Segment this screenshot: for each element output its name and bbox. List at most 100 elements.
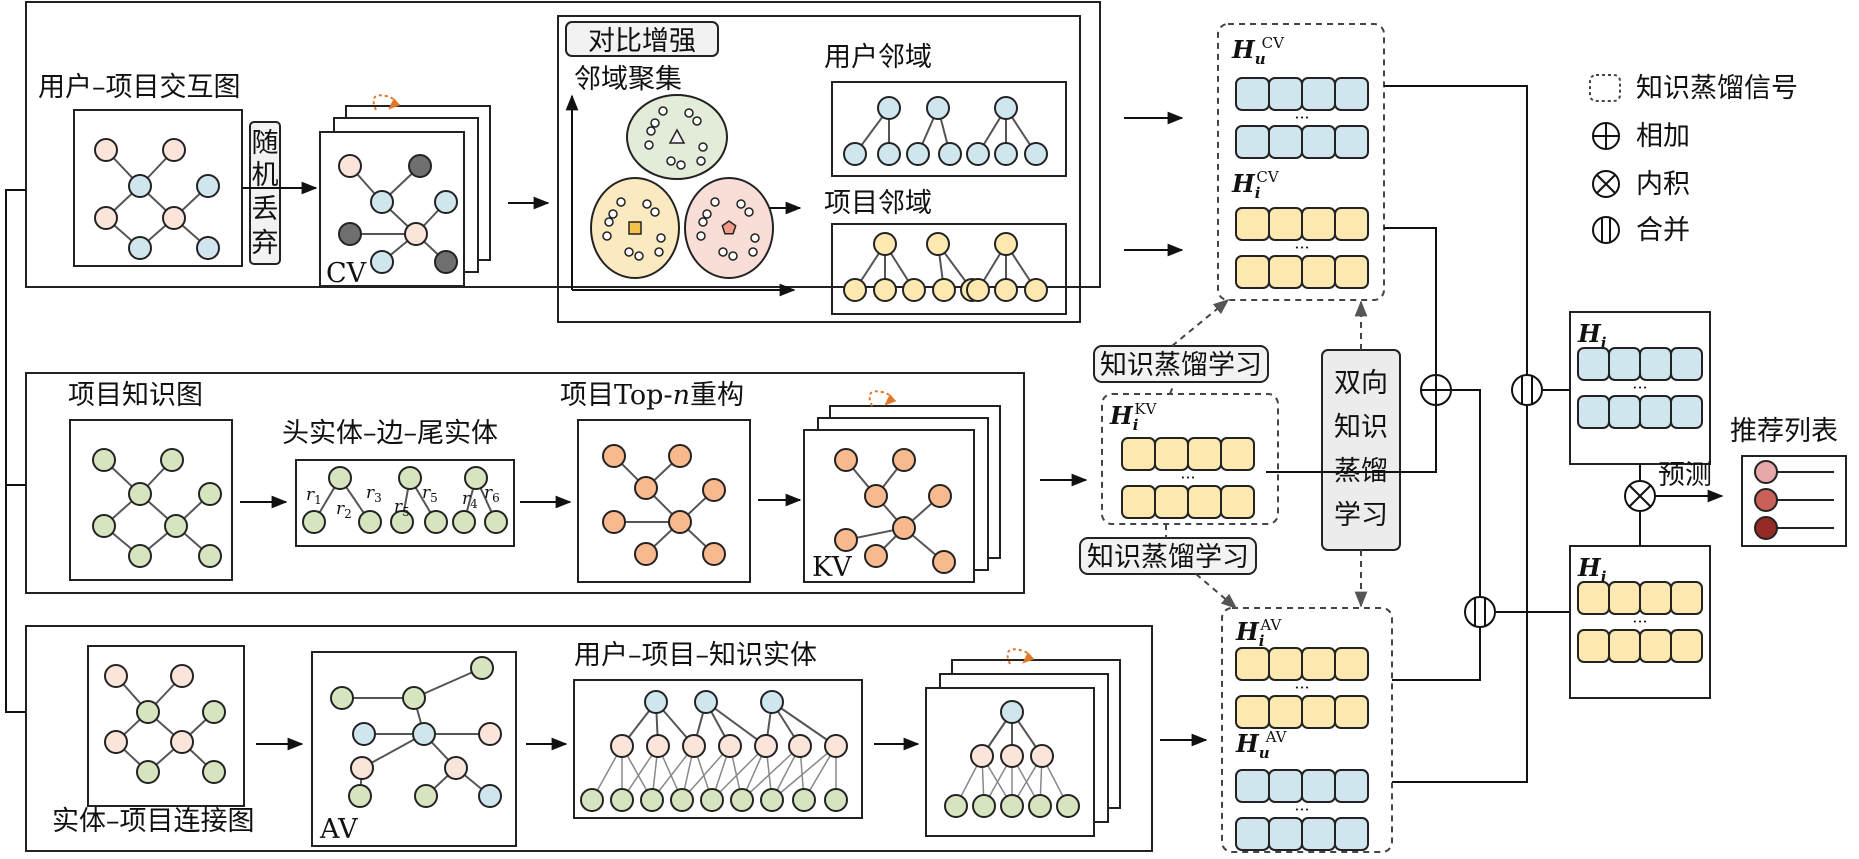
embedding-cell bbox=[1577, 347, 1610, 381]
triple-node bbox=[328, 466, 352, 490]
av-augment-icon bbox=[1006, 648, 1035, 665]
uik-user-node bbox=[694, 690, 718, 714]
item-neighborhood-tree bbox=[843, 232, 1048, 302]
interaction-graph-node bbox=[196, 174, 220, 198]
kv-label: KV bbox=[812, 552, 852, 583]
embedding-cell bbox=[1121, 437, 1156, 471]
bidirectional-line-1: 双向 bbox=[1334, 368, 1388, 399]
cluster-point bbox=[658, 106, 668, 116]
hi-top-label: Hi bbox=[1577, 319, 1607, 352]
kg-node bbox=[198, 544, 222, 568]
av-node bbox=[412, 722, 436, 746]
embedding-cell bbox=[1334, 207, 1369, 241]
interaction-graph-node bbox=[162, 138, 186, 162]
cv-graph-node bbox=[408, 154, 432, 178]
embedding-cell bbox=[1268, 125, 1303, 159]
entity-node bbox=[104, 730, 128, 754]
embedding-cell bbox=[1220, 485, 1255, 519]
triple-node bbox=[390, 510, 414, 534]
embedding-cell bbox=[1268, 77, 1303, 111]
branch-cv-frame bbox=[25, 1, 1101, 288]
cluster-point bbox=[718, 247, 728, 257]
av-graph bbox=[330, 656, 502, 808]
entity-node bbox=[202, 760, 226, 784]
embedding-cell bbox=[1608, 347, 1641, 381]
embedding-cell bbox=[1608, 395, 1641, 429]
uik-item-node bbox=[824, 734, 848, 758]
kd-learning-bottom-tag bbox=[1079, 537, 1257, 575]
concat-circle-icon bbox=[1592, 216, 1620, 244]
kv-node bbox=[864, 484, 888, 508]
item-neighborhood-node bbox=[843, 278, 867, 302]
kg-node bbox=[160, 448, 184, 472]
embedding-cell bbox=[1235, 125, 1270, 159]
cluster-point bbox=[604, 217, 614, 227]
embedding-cell bbox=[1670, 347, 1703, 381]
contrastive-tag bbox=[565, 21, 719, 57]
rec-list-label: 推荐列表 bbox=[1730, 416, 1838, 447]
cluster-point bbox=[744, 207, 754, 217]
random-drop-char-4: 弃 bbox=[252, 228, 279, 259]
cluster-point bbox=[696, 156, 706, 166]
relation-label: r1 bbox=[306, 485, 322, 507]
embedding-cell bbox=[1334, 769, 1369, 803]
uik-edge bbox=[741, 745, 801, 801]
embedding-cell bbox=[1577, 395, 1610, 429]
random-drop-box bbox=[249, 121, 281, 265]
line-hu-av bbox=[1392, 404, 1528, 783]
kg-node bbox=[198, 482, 222, 506]
kv-node bbox=[892, 448, 916, 472]
neighbor-aggregation-label: 邻域聚集 bbox=[574, 64, 682, 95]
interaction-graph-node bbox=[94, 138, 118, 162]
cv-graph-node bbox=[338, 222, 362, 246]
user-neighborhood-node bbox=[938, 142, 962, 166]
interaction-graph bbox=[94, 138, 220, 260]
embedding-cell bbox=[1577, 581, 1610, 615]
uik-entity-node bbox=[640, 788, 664, 812]
embedding-cell bbox=[1220, 437, 1255, 471]
av-stack-entity-node bbox=[944, 794, 968, 818]
user-neighborhood-node bbox=[926, 96, 950, 120]
embedding-cell bbox=[1235, 207, 1270, 241]
av-embedding-panel bbox=[1221, 607, 1393, 853]
predict-label: 预测 bbox=[1658, 460, 1712, 491]
times-circle-icon bbox=[1592, 170, 1620, 198]
cluster-point bbox=[692, 116, 702, 126]
embedding-cell bbox=[1334, 125, 1369, 159]
embedding-cell bbox=[1301, 647, 1336, 681]
uik-box bbox=[573, 679, 863, 819]
cluster-point bbox=[646, 126, 656, 136]
topn-node bbox=[702, 542, 726, 566]
uik-graph bbox=[580, 690, 848, 812]
uik-entity-node bbox=[580, 788, 604, 812]
topn-box bbox=[577, 419, 751, 583]
kv-node bbox=[834, 528, 858, 552]
embedding-ellipsis: ··· bbox=[1294, 108, 1309, 127]
bidirectional-line-2: 知识 bbox=[1334, 412, 1388, 443]
cluster-point bbox=[654, 247, 664, 257]
inner-product-icon bbox=[1624, 480, 1656, 512]
triple-node bbox=[484, 510, 508, 534]
embedding-cell bbox=[1235, 817, 1270, 851]
kd-arrow-to-cv bbox=[1171, 298, 1230, 347]
kg-node bbox=[128, 482, 152, 506]
h-u-av-label: HuAV bbox=[1235, 728, 1288, 762]
kg-node bbox=[92, 448, 116, 472]
embedding-cell bbox=[1334, 255, 1369, 289]
line-add-to-concat bbox=[1436, 389, 1481, 612]
embedding-cell bbox=[1154, 485, 1189, 519]
h-i-kv-vectors: ··· bbox=[1121, 437, 1255, 519]
topn-node bbox=[602, 510, 626, 534]
legend-label: 相加 bbox=[1636, 121, 1690, 152]
kg-node bbox=[92, 514, 116, 538]
embedding-ellipsis: ··· bbox=[1632, 612, 1647, 631]
item-neighborhood-node bbox=[932, 278, 956, 302]
embedding-cell bbox=[1235, 647, 1270, 681]
cv-graph-node bbox=[370, 190, 394, 214]
line-hu-cv bbox=[1384, 85, 1528, 380]
uik-user-node bbox=[644, 690, 668, 714]
embedding-cell bbox=[1301, 695, 1336, 729]
h-u-av-vectors: ··· bbox=[1235, 769, 1369, 851]
embedding-cell bbox=[1334, 695, 1369, 729]
topn-node bbox=[634, 476, 658, 500]
